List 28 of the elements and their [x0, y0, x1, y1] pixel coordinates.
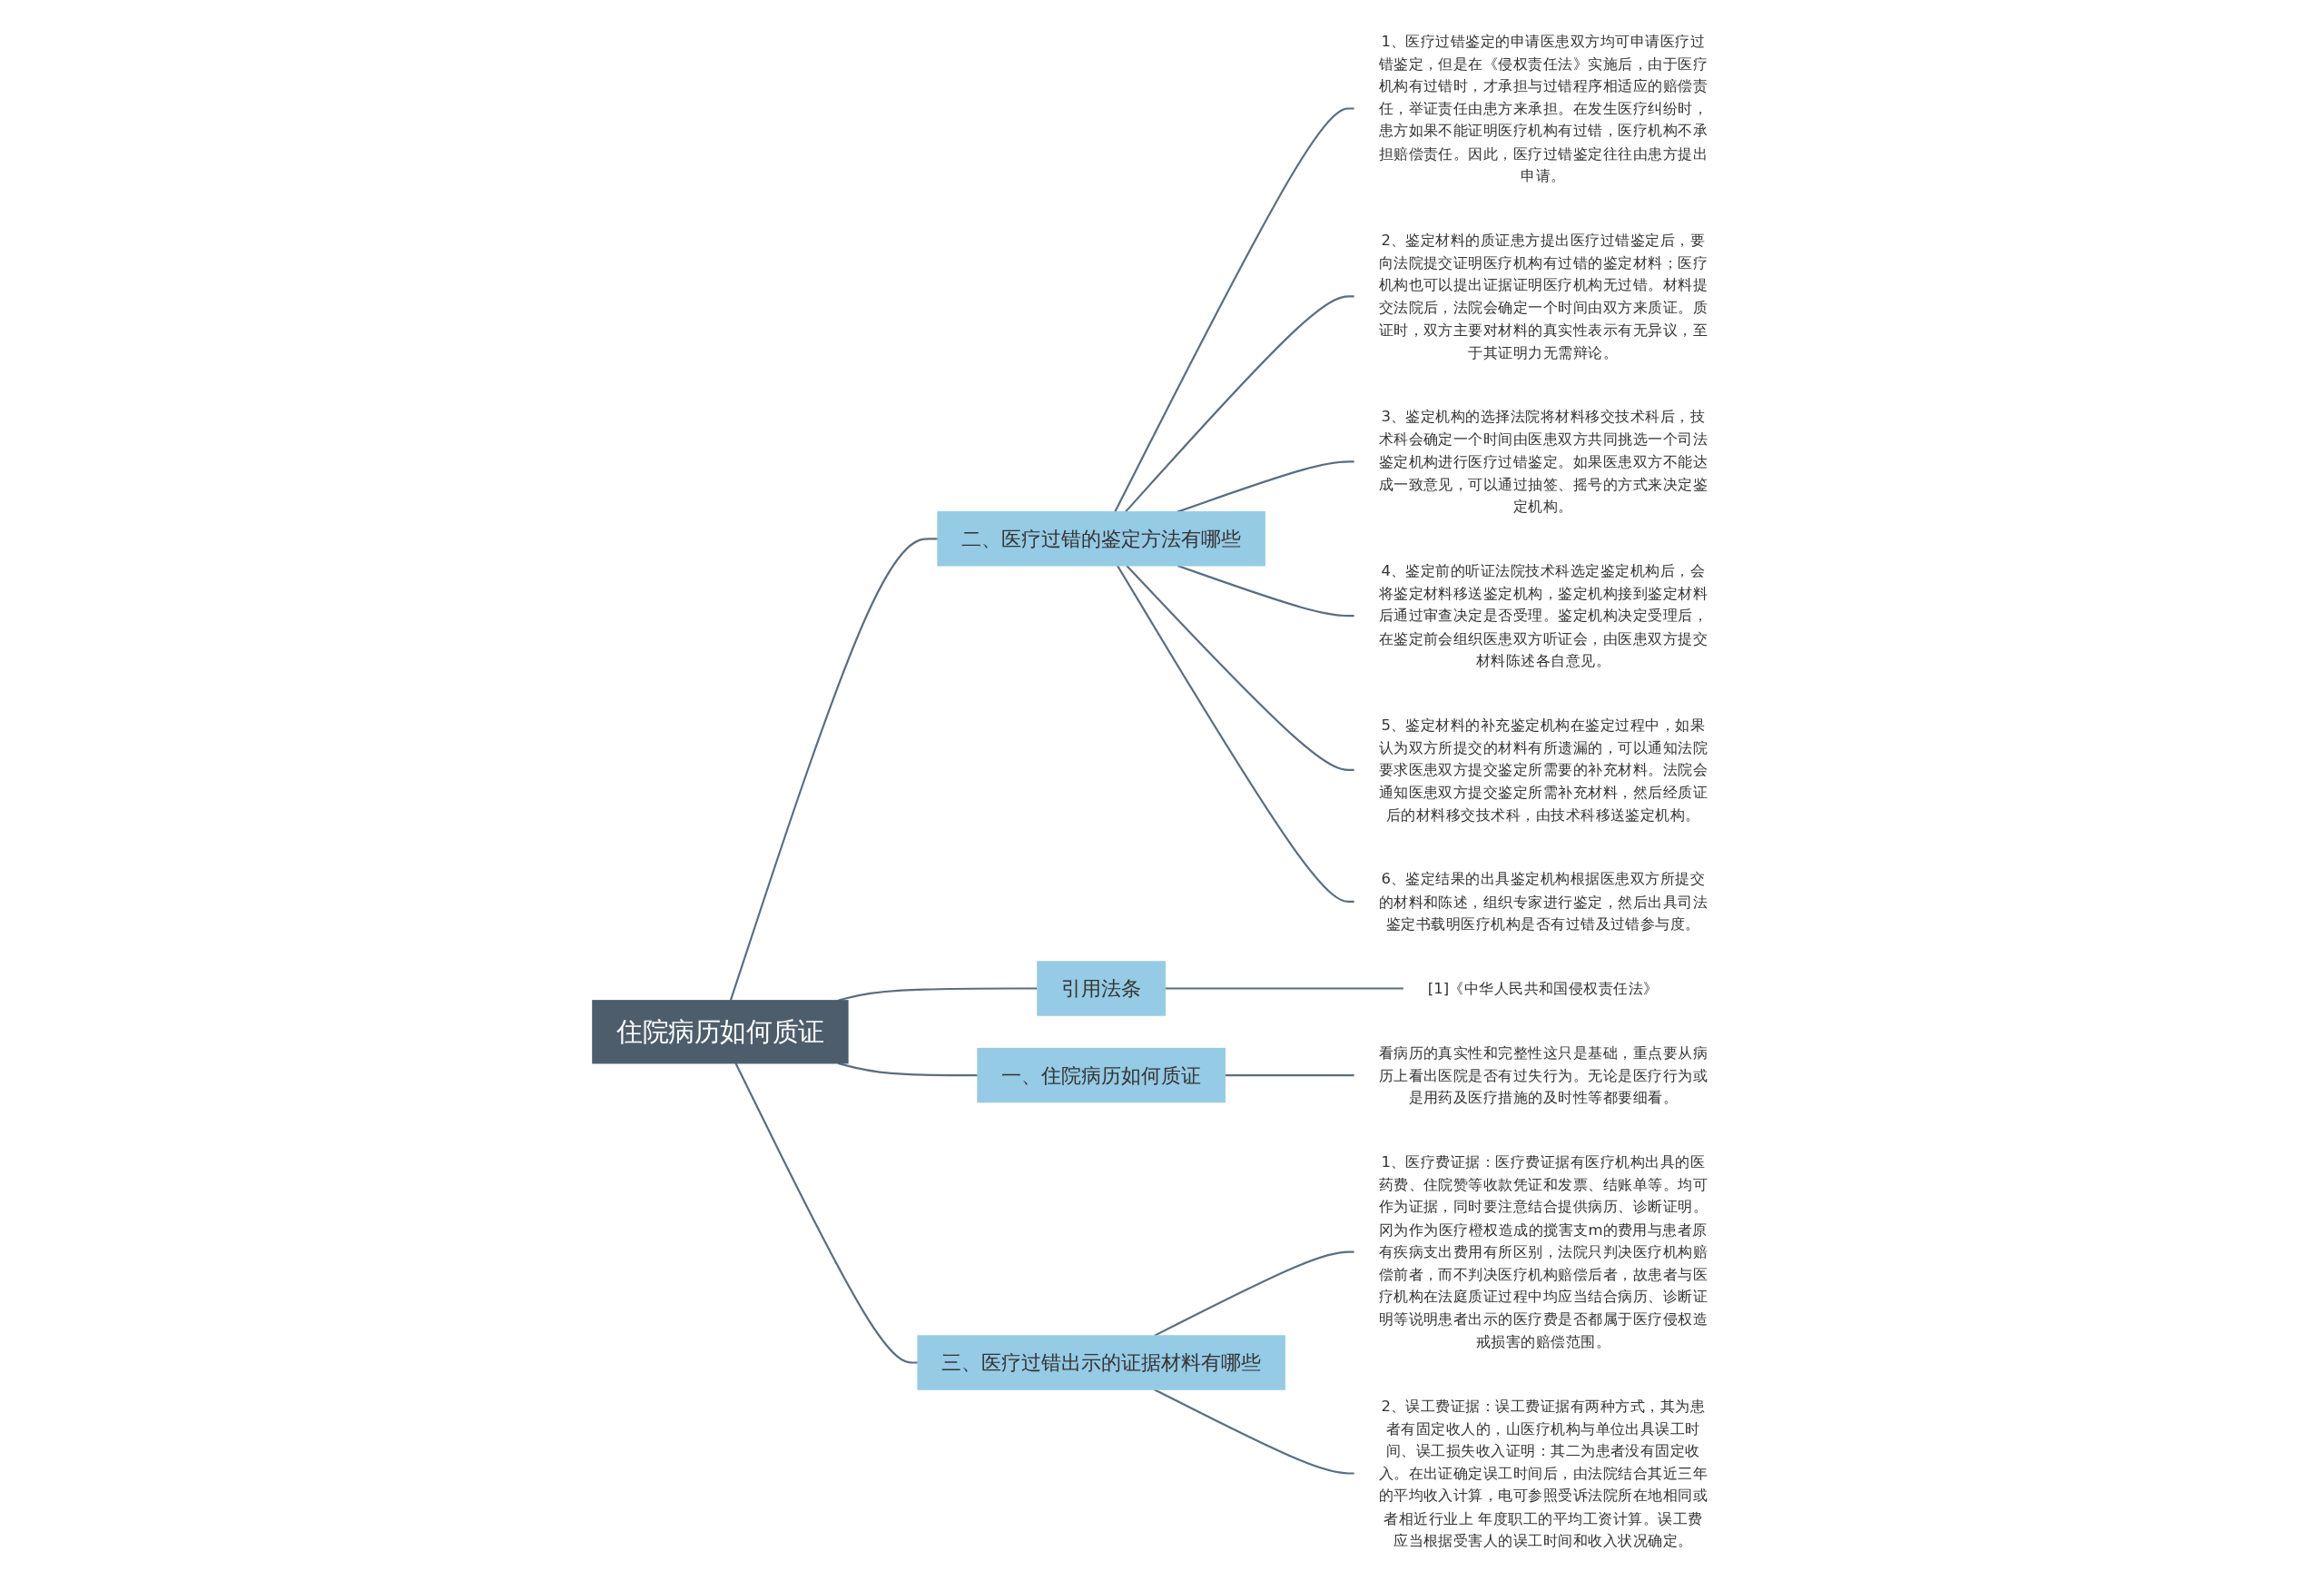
connector [1154, 1388, 1355, 1475]
connector [1154, 1250, 1355, 1337]
connector [734, 1062, 918, 1364]
node-box: 二、医疗过错的鉴定方法有哪些 [937, 510, 1265, 567]
connector [1177, 564, 1355, 617]
node-text: 6、鉴定结果的出具鉴定机构根据医患双方所提交的材料和陈述，组织专家进行鉴定，然后出具司法鉴定书载明医疗机构是否有过错及过错参与度。 [1378, 869, 1708, 933]
connector [1225, 1073, 1355, 1076]
node-box: 引用法条 [1037, 960, 1166, 1016]
node-text: 1、医疗费证据：医疗费证据有医疗机构出具的医药费、住院赞等收款凭证和发票、结账单等。均可作为证据，同时要注意结合提供病历、诊断证明。冈为作为医疗橙权造成的搅害支m的费用与患者原有疾病支出费用有所区别，法院只判决医疗机构赔偿前者，而不判决医疗机构赔偿后者，故患者与医疗机构在法庭质证过程中均应当结合病历、诊断证明等说明患者出示的医疗费是否都属于医疗侵权造戒损害的赔偿范围。 [1378, 1152, 1708, 1350]
node-text: 看病历的真实性和完整性这只是基础，重点要从病历上看出医院是否有过失行为。无论是医疗行为或是用药及医疗措施的及时性等都要细看。 [1378, 1042, 1708, 1106]
node-box: 三、医疗过错出示的证据材料有哪些 [917, 1334, 1285, 1390]
node-text: 2、鉴定材料的质证患方提出医疗过错鉴定后，要向法院提交证明医疗机构有过错的鉴定材料；医疗机构也可以提出证据证明医疗机构无过错。材料提交法院后，法院会确定一个时间由双方来质证。质证时，双方主要对材料的真实性表示有无异议，至于其证明力无需辩论。 [1378, 230, 1708, 361]
node-text: 2、误工费证据：误工费证据有两种方式，其为患者有固定收人的，山医疗机构与单位出具误工时间、误工损失收入证明：其二为患者没有固定收入。在出证确定误工时间后，由法院结合其近三年的平均收入计算，电可参照受诉法院所在地相同或者相近行业上 年度职工的平均工资计算。误工费应当根据受害人的误工时间和收入状况确定。 [1378, 1396, 1708, 1549]
connector [1165, 986, 1404, 990]
connector [729, 537, 938, 1001]
node-text: 1、医疗过错鉴定的申请医患双方均可申请医疗过错鉴定，但是在《侵权责任法》实施后，由于医疗机构有过错时，才承担与过错程序相适应的赔偿责任，举证责任由患方来承担。在发生医疗纠纷时，患方如果不能证明医疗机构有过错，医疗机构不承担赔偿责任。因此，医疗过错鉴定往往由患方提出申请。 [1378, 31, 1708, 184]
node-text: 3、鉴定机构的选择法院将材料移交技术科后，技术科会确定一个时间由医患双方共同挑选一个司法鉴定机构进行医疗过错鉴定。如果医患双方不能达成一致意见，可以通过抽签、摇号的方式来决定鉴定机构。 [1378, 407, 1708, 515]
node-text: [1]《中华人民共和国侵权责任法》 [1427, 978, 1659, 997]
connector [1116, 564, 1355, 903]
connector [1114, 106, 1355, 512]
connector [1124, 294, 1355, 512]
node-text: 5、鉴定材料的补充鉴定机构在鉴定过程中，如果认为双方所提交的材料有所遗漏的，可以通知法院要求医患双方提交鉴定所需要的补充材料。法院会通知医患双方提交鉴定所需补充材料，然后经质证后的材料移交技术科，由技术科移送鉴定机构。 [1378, 715, 1708, 824]
connector [1177, 459, 1355, 513]
node-box: 一、住院病历如何质证 [977, 1047, 1226, 1102]
connector [1126, 564, 1355, 771]
node-text: 4、鉴定前的听证法院技术科选定鉴定机构后，会将鉴定材料移送鉴定机构，鉴定机构接到鉴定材料后通过审查决定是否受理。鉴定机构决定受理后，在鉴定前会组织医患双方听证会，由医患双方提交材料陈述各自意见。 [1378, 561, 1708, 669]
node-box: 住院病历如何质证 [592, 999, 849, 1063]
connector [837, 1062, 978, 1076]
